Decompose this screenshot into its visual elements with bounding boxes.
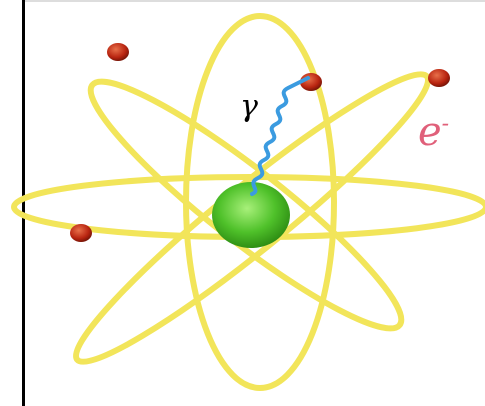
photon-wave: [250, 76, 310, 196]
electron-charge: -: [441, 111, 450, 137]
electron-symbol: e: [418, 109, 442, 155]
electron-left: [70, 224, 92, 242]
electron-label: e-: [418, 112, 449, 152]
electron-top-right: [428, 69, 450, 87]
top-border: [25, 0, 485, 2]
left-border: [22, 0, 25, 406]
electron-top-left: [107, 43, 129, 61]
nucleus: [212, 182, 290, 248]
gamma-label: γ: [240, 89, 258, 124]
